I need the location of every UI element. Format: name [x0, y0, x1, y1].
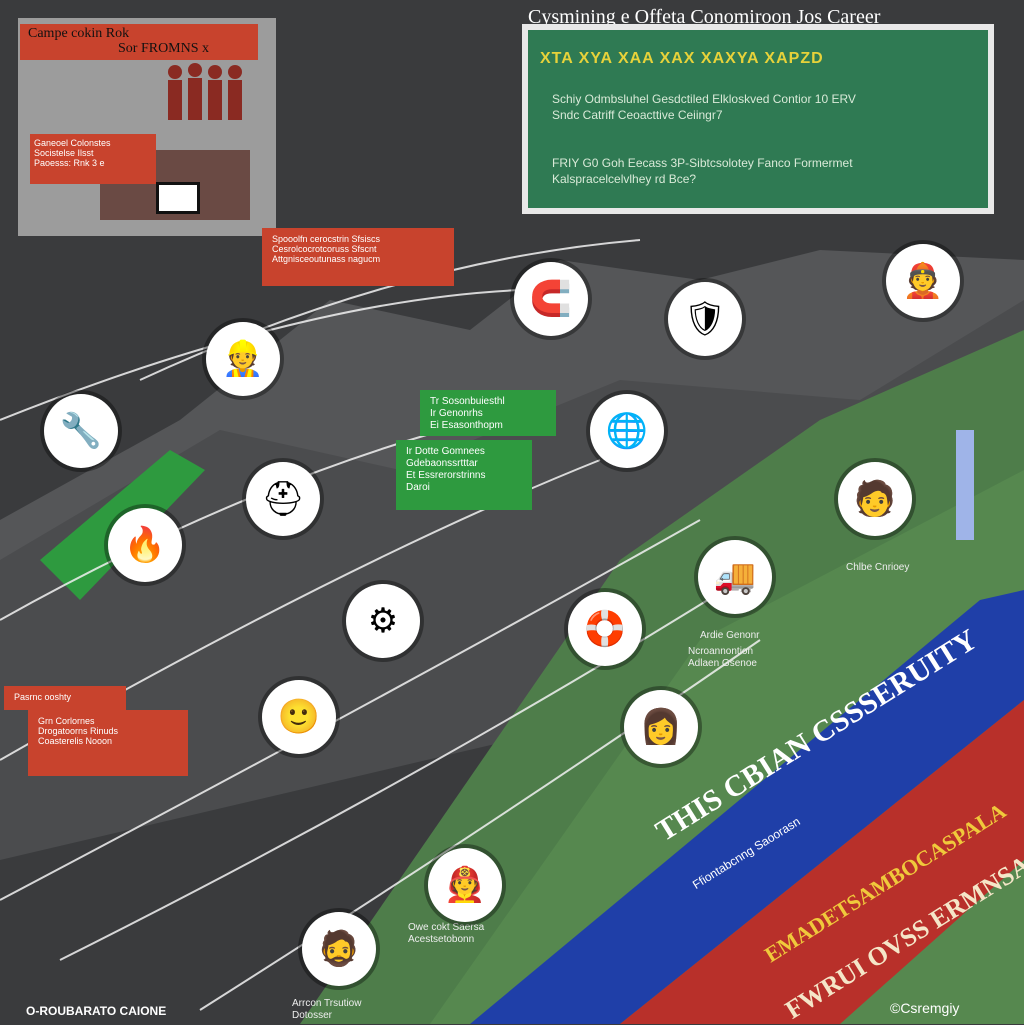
info-board: [522, 24, 994, 214]
person-portrait-icon[interactable]: 🧑: [838, 462, 912, 536]
top-left-card: Ganeoel Colonstes Socistelse Ilsst Paoes…: [30, 134, 156, 184]
bottom-tag-1: Owe cokt Saersa Acestsetobonn: [408, 922, 485, 945]
board-line-4: Kalspracelcelvlhey rd Bce?: [552, 172, 697, 186]
worker-hat-icon[interactable]: ⛑: [246, 462, 320, 536]
right-tag-1: Ardie Genonr: [700, 630, 760, 641]
board-line-2: Sndc Catriff Ceoacttive Ceiingr7: [552, 108, 723, 122]
right-tag-3: Chlbe Cnrioey: [846, 562, 910, 573]
tools-icon[interactable]: 🔧: [44, 394, 118, 468]
bottom-tag-2: Arrcon Trsutiow Dotosser: [292, 998, 362, 1021]
globe-icon[interactable]: 🌐: [590, 394, 664, 468]
red-left-heading: Pasrnc ooshty: [4, 686, 126, 710]
workers-group-icon: [168, 63, 242, 120]
right-tag-2: Ncroannontion Adlaen Gsenoe: [688, 646, 757, 669]
worker-portrait-icon[interactable]: 🧔: [302, 912, 376, 986]
safety-ring-icon[interactable]: 🛟: [568, 592, 642, 666]
top-left-banner-line2: Sor FROMNS x: [118, 41, 210, 56]
gear-icon[interactable]: ⚙: [346, 584, 420, 658]
footer-left-text: O-ROUBARATO CAIONE: [26, 1004, 167, 1018]
welding-icon[interactable]: 🔥: [108, 508, 182, 582]
badge-icon[interactable]: 🛡: [668, 282, 742, 356]
green-label-2: Ir Dotte Gomnees Gdebaonssrtttar Et Essr…: [396, 440, 532, 510]
truck-icon[interactable]: 🚚: [698, 540, 772, 614]
laptop-icon: [156, 182, 200, 214]
board-line-3: FRIY G0 Goh Eecass 3P-Sibtcsolotey Fanco…: [552, 156, 853, 170]
person-hat-icon[interactable]: 👲: [886, 244, 960, 318]
construction-worker-icon[interactable]: 👷: [206, 322, 280, 396]
board-heading: XTA XYA XAA XAX XAXYA XAPZD: [540, 50, 824, 67]
top-left-banner: Campe cokin Rok Sor FROMNS x: [20, 24, 258, 60]
top-left-banner-line1: Campe cokin Rok: [28, 26, 130, 41]
red-left-card: Grn Corlornes Drogatoorns Rinuds Coaster…: [28, 710, 188, 776]
footer-copyright: ©Csremgiy: [890, 1000, 960, 1016]
firefighter-icon[interactable]: 🧑‍🚒: [428, 848, 502, 922]
board-line-1: Schiy Odmbsluhel Gesdctiled Elkloskved C…: [552, 92, 856, 106]
green-label-1: Tr Sosonbuiesthl Ir Genonrhs Ei Esasonth…: [420, 390, 556, 436]
magnet-icon[interactable]: 🧲: [514, 262, 588, 336]
red-label-top: Spooolfn cerocstrin Sfsiscs Cesrolcocrot…: [262, 228, 454, 286]
page-title: Cysmining e Offeta Conomiroon Jos Career: [528, 6, 881, 28]
person-avatar-icon[interactable]: 🙂: [262, 680, 336, 754]
worker-silhouette-icon[interactable]: 👩: [624, 690, 698, 764]
